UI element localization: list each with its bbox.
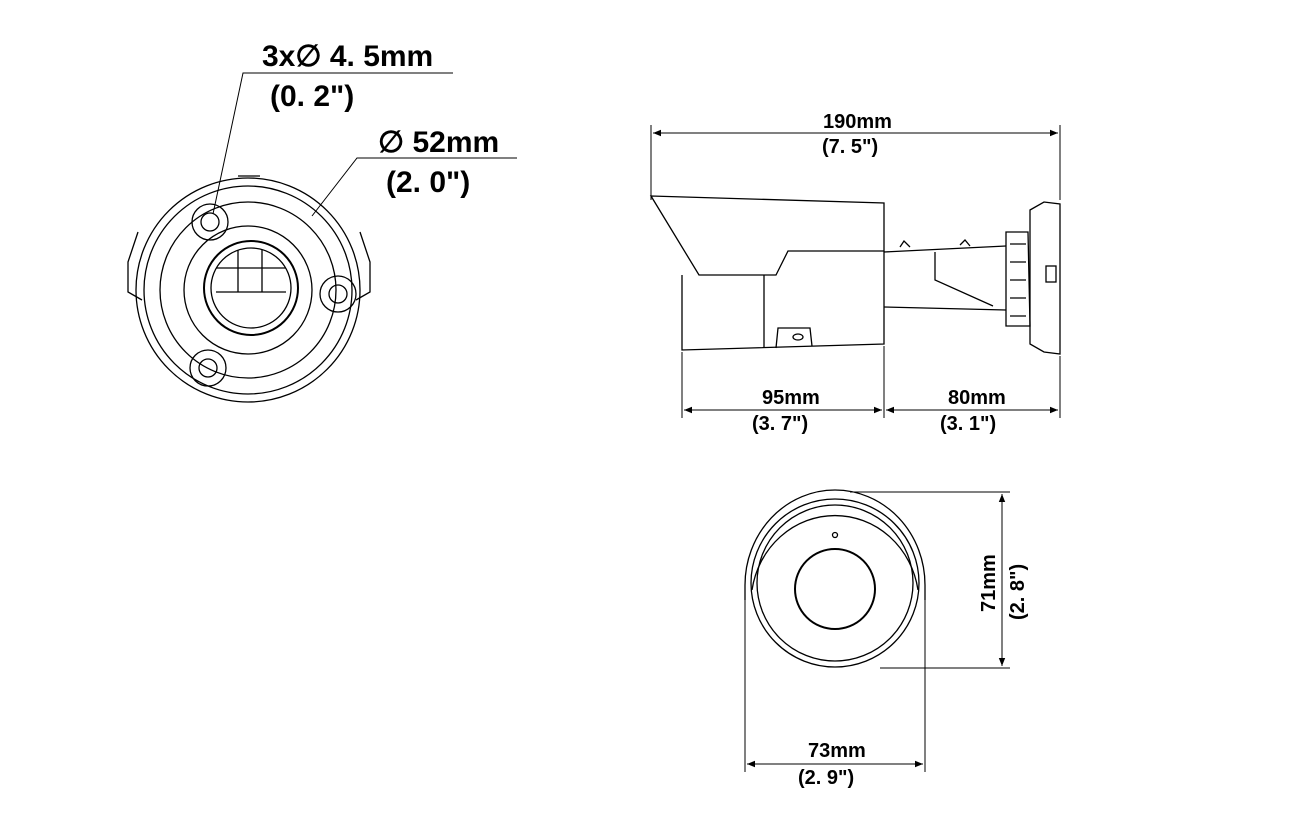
height-value: 71mm [978,554,1000,612]
width-value: 73mm [808,740,866,762]
diameter-callout-value: ∅ 52mm [378,126,499,159]
width-inches: (2. 9") [798,767,854,789]
height-inches: (2. 8") [1007,564,1029,620]
bracket-length-inches: (3. 1") [940,413,996,435]
hole-callout-inches: (0. 2") [270,80,354,113]
body-length-value: 95mm [762,387,820,409]
mount-base-view [127,72,517,403]
overall-length-inches: (7. 5") [822,136,878,158]
front-view [744,489,1010,772]
body-length-inches: (3. 7") [752,413,808,435]
diameter-callout-inches: (2. 0") [386,166,470,199]
hole-callout-value: 3x∅ 4. 5mm [262,40,433,73]
side-view [649,125,1061,418]
overall-length-value: 190mm [823,111,892,133]
bracket-length-value: 80mm [948,387,1006,409]
